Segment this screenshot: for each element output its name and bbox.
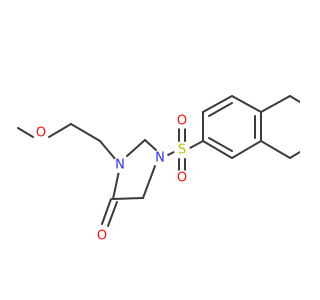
atom-n-ring-right: N <box>155 151 165 166</box>
bond-ar-3 <box>231 95 262 113</box>
bond-c2-n3 <box>144 139 157 151</box>
bond-ar-6 <box>202 140 233 159</box>
atom-n-ring-left: N <box>115 158 125 173</box>
bond-sat-1 <box>260 95 291 113</box>
bond-n1-c2 <box>126 139 146 157</box>
bond-sat-3 <box>289 151 300 159</box>
bond-n3-c4 <box>142 165 156 199</box>
bond-ar-2 <box>202 95 233 113</box>
bond-c4-c5 <box>112 197 144 200</box>
bonds <box>17 95 300 227</box>
molecule-structure: O N N S O O O <box>17 95 300 244</box>
atom-sulfur: S <box>178 143 186 158</box>
bond-carbonyl-a <box>101 198 112 225</box>
bond-s-aryl <box>189 140 204 149</box>
atom-sulfonyl-o-top: O <box>177 114 187 129</box>
bond-c5-n1 <box>112 170 120 200</box>
atom-methoxy-o: O <box>36 126 46 141</box>
bond-o-ch2 <box>48 123 72 138</box>
atom-sulfonyl-o-bottom: O <box>177 171 187 186</box>
bond-ar-5 <box>231 140 262 159</box>
atom-labels: O N N S O O O <box>33 113 190 244</box>
bond-sat-2 <box>289 95 300 103</box>
bond-ch2-n1 <box>99 140 117 161</box>
bond-carbonyl-b <box>107 201 118 227</box>
bond-ar-inner-1 <box>208 102 233 117</box>
bond-ch2-ch2 <box>70 123 101 142</box>
bond-methyl-o <box>17 127 34 138</box>
bond-ar-inner-3 <box>208 137 233 152</box>
molecule-canvas: O N N S O O O <box>17 95 300 244</box>
atom-carbonyl-o: O <box>97 229 107 244</box>
bond-sat-4 <box>260 140 291 159</box>
